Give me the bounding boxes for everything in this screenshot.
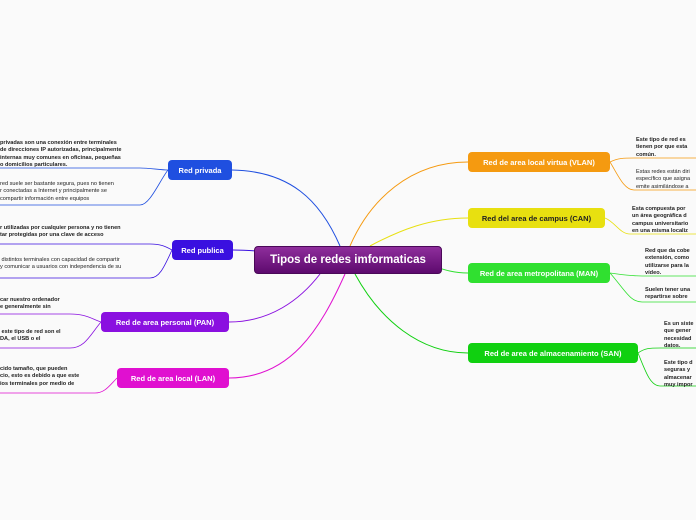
leaf-link-lan-1	[0, 377, 118, 394]
leaf-man-2[interactable]: Suelen tener una repartirse sobre	[645, 287, 691, 301]
node-red-lan[interactable]: Red de area local (LAN)	[117, 368, 229, 388]
leaf-vlan-2[interactable]: Estas redes están diri específico que as…	[636, 169, 691, 190]
leaf-man-1[interactable]: Red que da cobe extensión, como utilizar…	[645, 248, 690, 276]
leaf-link-man-2	[609, 272, 696, 303]
leaf-link-privada-1	[0, 167, 169, 171]
leaf-link-pan-2	[0, 321, 102, 349]
leaf-link-can-1	[604, 217, 696, 235]
node-red-publica[interactable]: Red publica	[172, 240, 233, 260]
link-red-pan	[228, 273, 321, 323]
leaf-san-2[interactable]: Este tipo d seguras y almacenar muy impo…	[664, 360, 693, 388]
leaf-vlan-1[interactable]: Este tipo de red es tienen por que esta …	[636, 137, 688, 158]
leaf-san-1[interactable]: Es un siste que gener necesidad datos.	[664, 321, 694, 349]
leaf-publica-2[interactable]: distintos terminales con capacidad de co…	[0, 257, 122, 271]
leaf-pan-2[interactable]: este tipo de red son el DA, el USB o el	[0, 329, 61, 343]
leaf-privada-1[interactable]: privadas son una conexión entre terminal…	[0, 140, 122, 168]
leaf-privada-2[interactable]: red suele ser bastante segura, pues no t…	[0, 181, 114, 202]
leaf-link-san-2	[637, 352, 696, 387]
node-red-san[interactable]: Red de area de almacenamiento (SAN)	[468, 343, 638, 363]
leaf-link-publica-1	[0, 243, 173, 251]
leaf-link-vlan-1	[609, 157, 696, 163]
leaf-lan-1[interactable]: cido tamaño, que pueden cio, esto es deb…	[0, 366, 80, 387]
node-red-man[interactable]: Red de area metropolitana (MAN)	[468, 263, 610, 283]
leaf-link-privada-2	[0, 169, 169, 206]
leaf-link-man-1	[609, 272, 696, 277]
leaf-can-1[interactable]: Esta compuesta por un área geográfica d …	[632, 206, 689, 234]
leaf-link-vlan-2	[609, 161, 696, 191]
node-red-pan[interactable]: Red de area personal (PAN)	[101, 312, 229, 332]
node-red-privada[interactable]: Red privada	[168, 160, 232, 180]
leaf-link-publica-2	[0, 249, 173, 279]
link-red-vlan	[349, 161, 469, 247]
node-red-can[interactable]: Red del area de campus (CAN)	[468, 208, 605, 228]
link-red-lan	[228, 273, 346, 379]
link-red-san	[354, 273, 469, 354]
link-red-privada	[231, 169, 341, 247]
leaf-publica-1[interactable]: r utilizadas por cualquier persona y no …	[0, 225, 121, 239]
leaf-link-pan-1	[0, 313, 102, 323]
leaf-pan-1[interactable]: car nuestro ordenador e generalmente sin	[0, 297, 60, 311]
central-topic[interactable]: Tipos de redes imformaticas	[254, 246, 442, 274]
leaf-link-san-1	[637, 347, 696, 354]
node-red-vlan[interactable]: Red de area local virtua (VLAN)	[468, 152, 610, 172]
link-red-can	[369, 217, 469, 247]
